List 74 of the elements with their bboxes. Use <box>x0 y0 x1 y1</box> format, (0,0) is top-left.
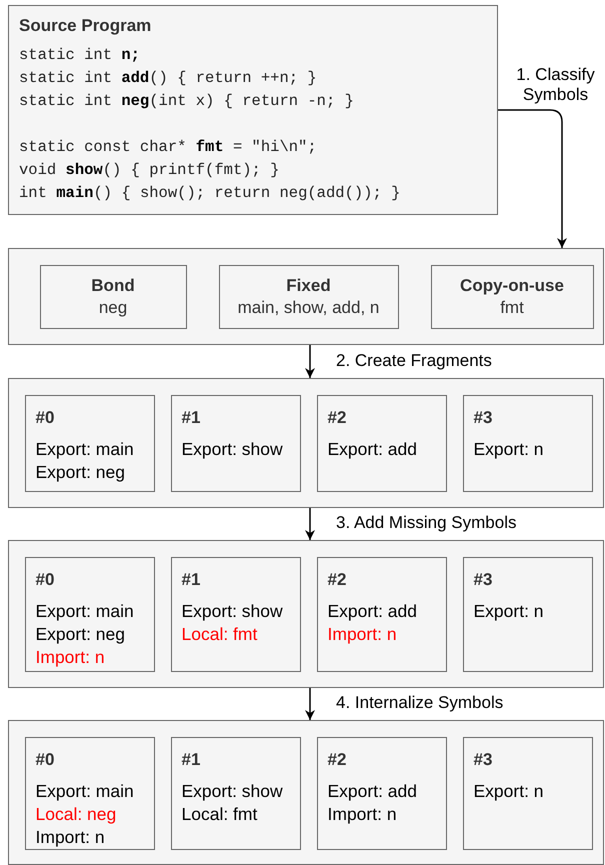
category-box <box>430 264 594 328</box>
symbol-list: fmt <box>432 298 592 318</box>
arrow <box>305 345 315 378</box>
edge-label: 2. Create Fragments <box>336 350 492 370</box>
fragment-box <box>316 556 446 672</box>
source-code-panel <box>8 5 498 215</box>
code-line: int main() { show(); return neg(add()); } <box>19 183 402 204</box>
fragment-box <box>24 736 154 850</box>
symbol-entry: Export: n <box>474 780 545 802</box>
fragment-id: #3 <box>474 750 494 770</box>
symbol-entry: Import: n <box>36 646 106 668</box>
symbol-entry: Import: n <box>328 802 398 826</box>
fragment-box <box>462 736 592 850</box>
edge-label: 3. Add Missing Symbols <box>336 513 516 533</box>
fragment-id: #3 <box>474 570 494 590</box>
code-line: static int neg(int x) { return -n; } <box>19 91 355 112</box>
symbol-entry: Export: main <box>36 780 135 802</box>
symbol-list: main, show, add, n <box>220 298 398 318</box>
symbol-entry: Export: n <box>474 600 545 622</box>
code-line: static const char* fmt = "hi\n"; <box>19 137 318 158</box>
fragment-box <box>170 736 300 850</box>
stage-panel <box>8 248 604 345</box>
fragment-id: #1 <box>182 750 202 770</box>
stage-panel <box>8 540 604 688</box>
symbol-entry: Local: neg <box>36 802 118 826</box>
fragment-id: #3 <box>474 408 494 428</box>
fragment-box <box>316 736 446 850</box>
fragment-id: #2 <box>328 570 348 590</box>
fragment-box <box>462 394 592 492</box>
arrow <box>498 109 567 248</box>
symbol-entry: Export: n <box>474 438 545 460</box>
fragment-box <box>170 394 300 492</box>
arrow <box>305 688 315 720</box>
symbol-entry: Export: show <box>182 438 284 460</box>
symbol-entry: Export: show <box>182 780 284 802</box>
edge-label: 4. Internalize Symbols <box>336 693 504 713</box>
fragment-id: #0 <box>36 750 56 770</box>
symbol-entry: Export: add <box>328 438 418 460</box>
symbol-entry: Local: fmt <box>182 622 258 646</box>
fragment-box <box>316 394 446 492</box>
symbol-entry: Export: add <box>328 600 418 622</box>
symbol-entry: Export: main <box>36 600 135 622</box>
fragment-box <box>24 556 154 672</box>
category-box <box>40 264 186 328</box>
symbol-entry: Export: add <box>328 780 418 802</box>
category-title: Copy-on-use <box>459 276 565 296</box>
code-line: void show() { printf(fmt); } <box>19 160 280 181</box>
arrow <box>305 508 315 540</box>
symbol-entry: Export: neg <box>36 460 126 484</box>
fragment-id: #2 <box>328 408 348 428</box>
category-title: Fixed <box>285 276 332 296</box>
category-title: Bond <box>90 276 136 296</box>
symbol-entry: Import: n <box>36 826 106 848</box>
symbol-entry: Export: show <box>182 600 284 622</box>
fragment-box <box>170 556 300 672</box>
category-box <box>218 264 398 328</box>
edge-label: 1. Classify Symbols <box>515 65 596 105</box>
symbol-list: neg <box>40 298 186 318</box>
code-line: static int add() { return ++n; } <box>19 68 318 89</box>
panel-title: Source Program <box>19 16 152 36</box>
fragment-id: #1 <box>182 408 202 428</box>
code-line: static int n; <box>19 45 141 66</box>
symbol-entry: Local: fmt <box>182 802 258 826</box>
stage-panel <box>8 378 604 508</box>
symbol-entry: Export: main <box>36 438 135 460</box>
fragment-box <box>24 394 154 492</box>
fragment-box <box>462 556 592 672</box>
fragment-id: #1 <box>182 570 202 590</box>
fragment-id: #0 <box>36 408 56 428</box>
symbol-entry: Export: neg <box>36 622 126 646</box>
fragment-id: #0 <box>36 570 56 590</box>
stage-panel <box>8 720 604 865</box>
symbol-entry: Import: n <box>328 622 398 646</box>
fragment-id: #2 <box>328 750 348 770</box>
